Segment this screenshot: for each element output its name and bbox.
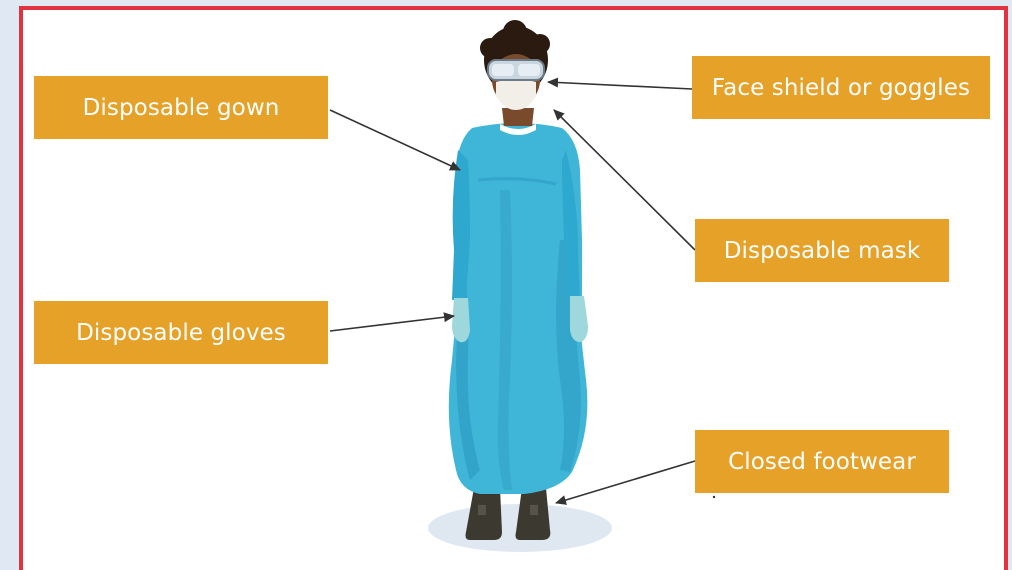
face-shield-pointer-arrow (548, 82, 692, 89)
gloves-pointer-arrow (330, 316, 454, 331)
label-disposable-gown: Disposable gown (34, 76, 328, 139)
disposable-gown-icon (449, 123, 588, 494)
stray-dot (713, 496, 715, 498)
label-disposable-mask: Disposable mask (695, 219, 949, 282)
label-closed-footwear: Closed footwear (695, 430, 949, 493)
gown-pointer-arrow (330, 110, 460, 170)
goggles-icon (488, 60, 544, 80)
footwear-pointer-arrow (556, 461, 695, 503)
disposable-mask-icon (496, 79, 536, 110)
label-face-shield-or-goggles: Face shield or goggles (692, 56, 990, 119)
label-disposable-gloves: Disposable gloves (34, 301, 328, 364)
